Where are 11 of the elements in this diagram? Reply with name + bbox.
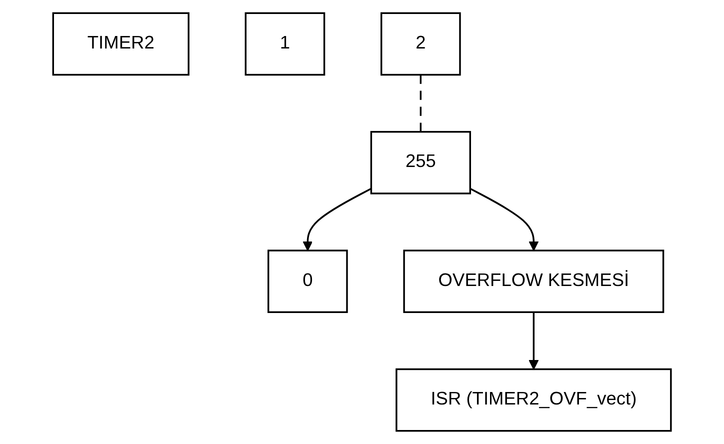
arrow: [302, 188, 372, 251]
node-box: OVERFLOW KESMESİ: [403, 250, 664, 313]
arrow: [528, 312, 539, 370]
node-box: 255: [370, 130, 471, 194]
node-box: 0: [267, 250, 348, 313]
connector: [420, 74, 422, 132]
node-box: TIMER2: [52, 12, 190, 76]
node-box: 1: [244, 12, 326, 76]
node-box: ISR (TIMER2_OVF_vect): [396, 368, 672, 432]
arrow: [470, 188, 539, 251]
node-box: 2: [380, 12, 461, 76]
